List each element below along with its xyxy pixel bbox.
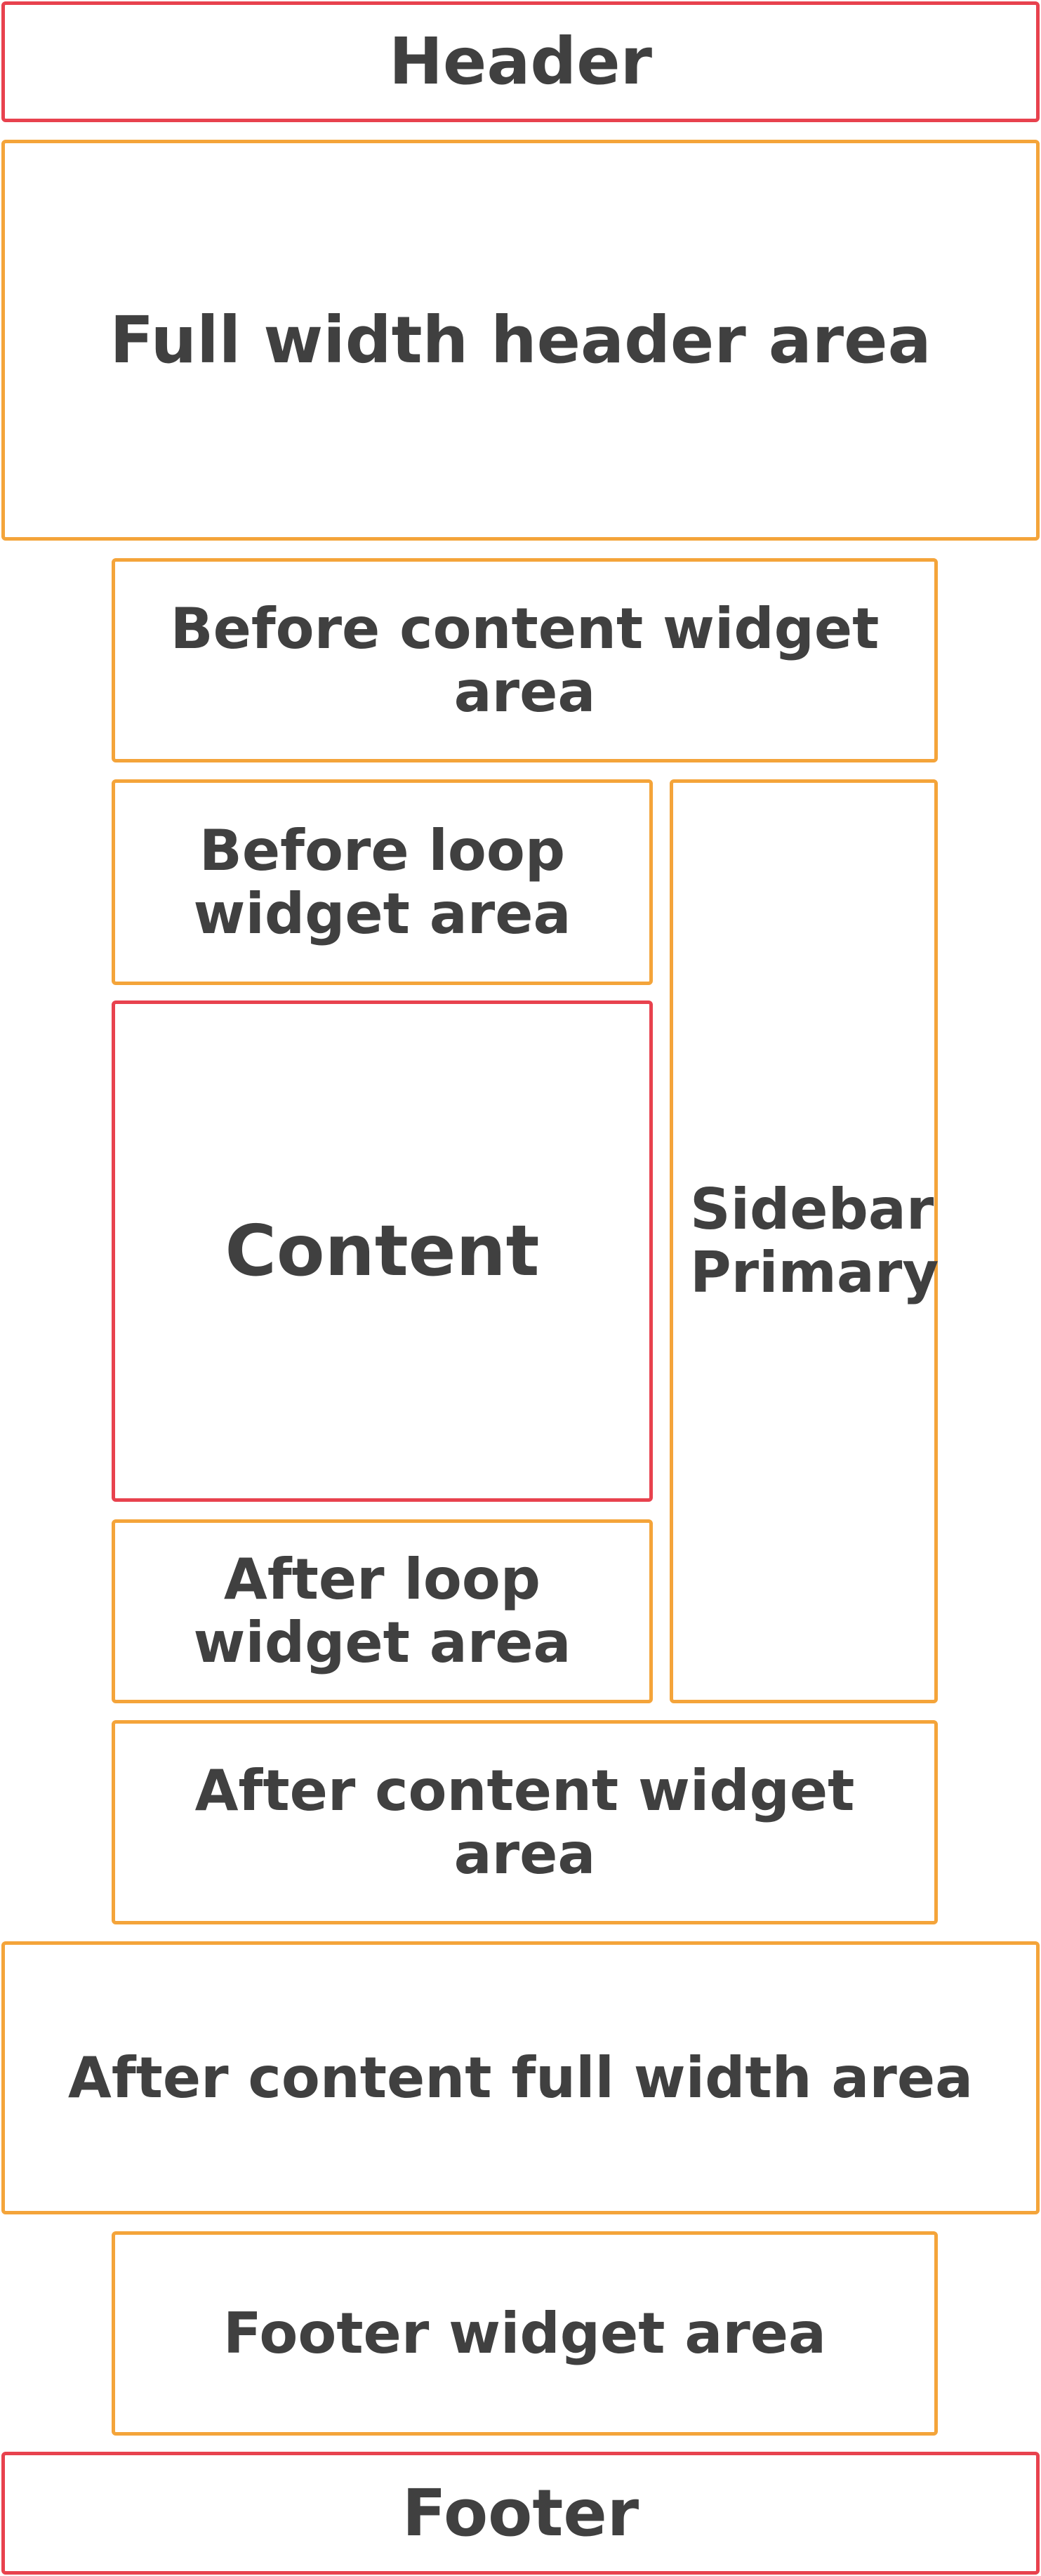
sidebar-primary-label: Sidebar Primary [690, 1177, 939, 1305]
before-content-label: Before content widget area [170, 595, 880, 725]
sidebar-primary: Sidebar Primary [670, 779, 939, 1703]
footer-region: Footer [1, 2452, 1040, 2575]
footer-label: Footer [402, 2475, 639, 2551]
footer-widget-area: Footer widget area [112, 2231, 938, 2436]
after-loop-label: After loop widget area [193, 1547, 571, 1675]
after-content-widget-area: After content widget area [112, 1720, 938, 1924]
before-content-widget-area: Before content widget area [112, 558, 938, 762]
content-region: Content [112, 1000, 653, 1502]
content-label: Content [225, 1210, 540, 1292]
after-content-full-width-area: After content full width area [1, 1941, 1040, 2214]
after-loop-widget-area: After loop widget area [112, 1519, 653, 1703]
footer-widget-label: Footer widget area [223, 2300, 827, 2366]
after-content-label: After content widget area [194, 1757, 855, 1887]
header-label: Header [388, 24, 653, 100]
full-width-header-area: Full width header area [1, 140, 1040, 541]
full-width-header-label: Full width header area [110, 302, 931, 378]
before-loop-widget-area: Before loop widget area [112, 779, 653, 985]
header-region: Header [1, 1, 1040, 122]
before-loop-label: Before loop widget area [193, 817, 571, 946]
after-content-full-width-label: After content full width area [67, 2045, 974, 2111]
